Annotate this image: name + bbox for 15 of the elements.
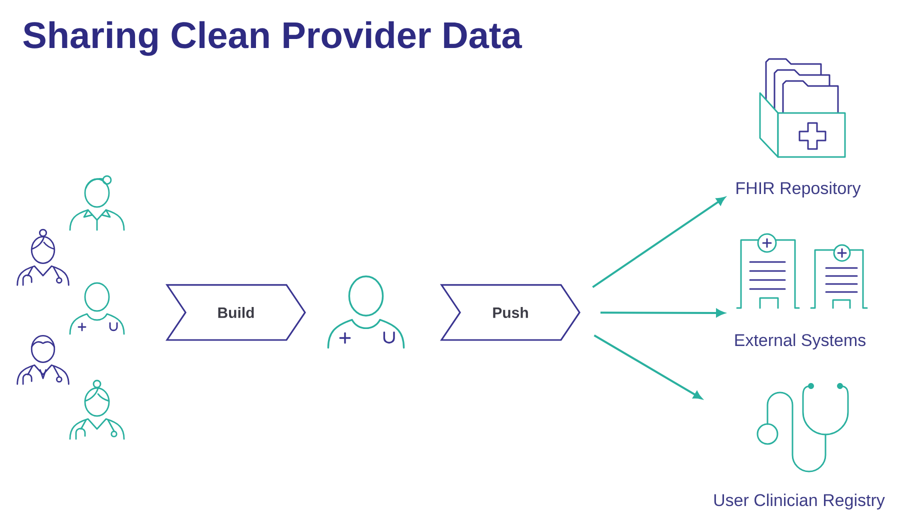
chevron: Push: [440, 284, 580, 341]
icon-caption: User Clinician Registry: [714, 494, 885, 510]
person-icon: [16, 334, 70, 385]
icon-caption: FHIR Repository: [736, 182, 861, 198]
person-icon: [69, 282, 125, 335]
chevron: Build: [166, 284, 306, 341]
icon-caption: External Systems: [735, 334, 866, 350]
person-icon: [69, 380, 125, 440]
arrow: [600, 308, 725, 318]
title: Sharing Clean Provider Data: [23, 21, 522, 56]
person-icon: [16, 228, 70, 286]
arrow: [594, 334, 702, 400]
arrow: [592, 196, 726, 288]
person-icon: [69, 175, 125, 231]
person-icon: [327, 276, 405, 349]
